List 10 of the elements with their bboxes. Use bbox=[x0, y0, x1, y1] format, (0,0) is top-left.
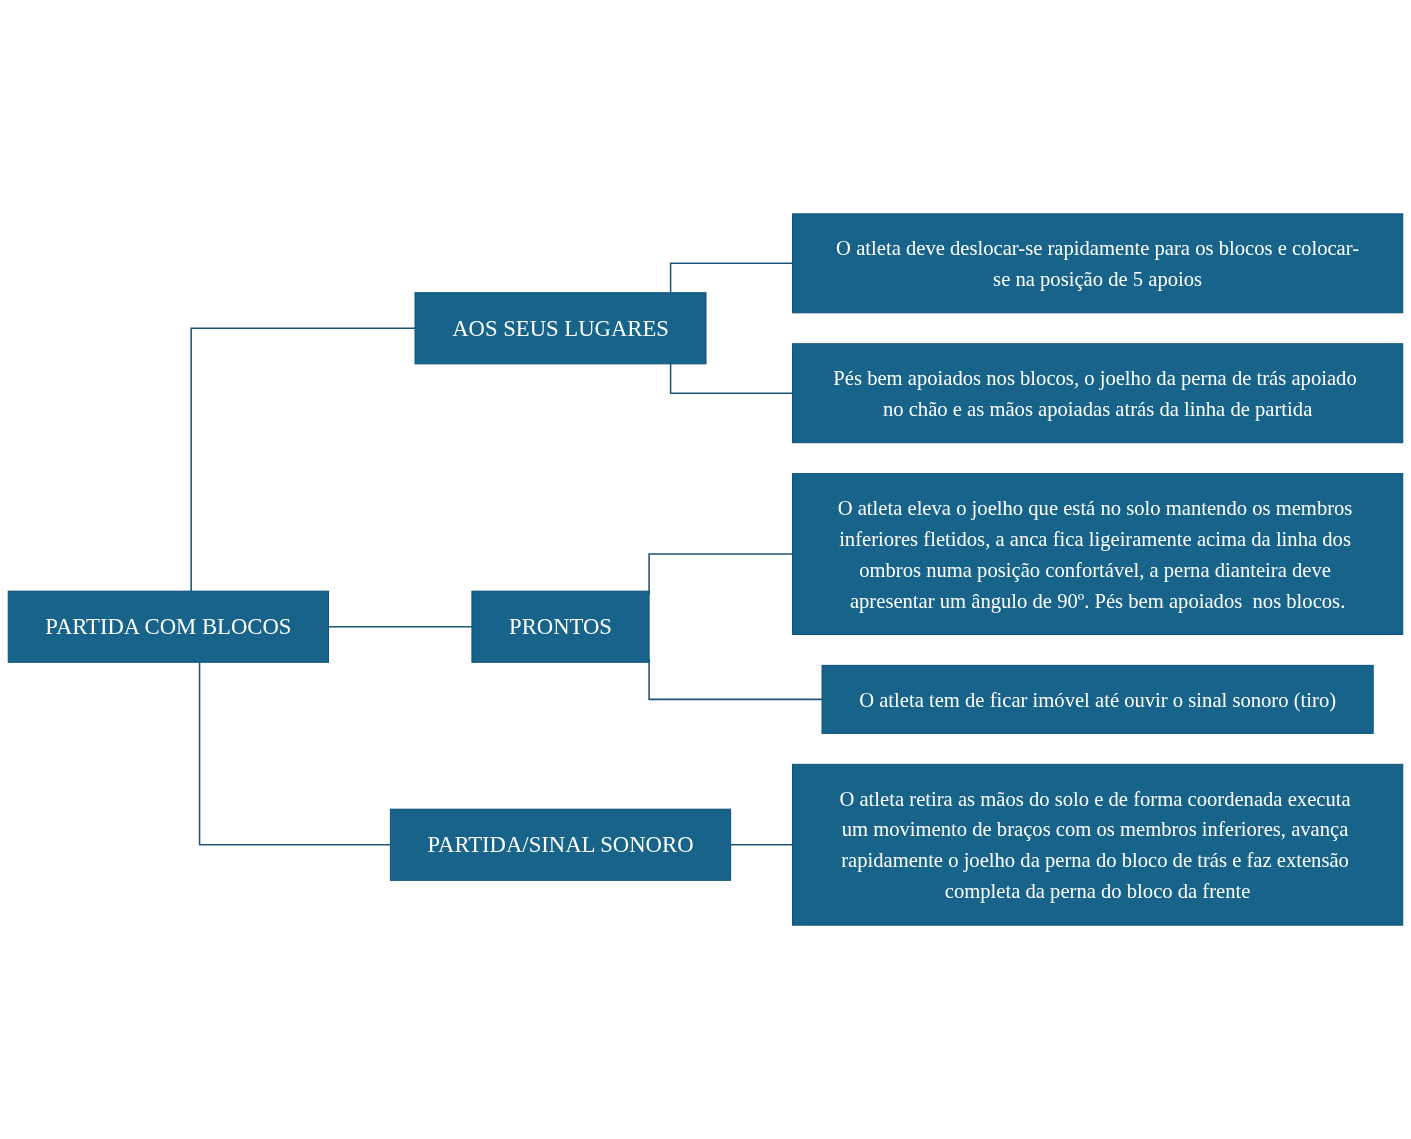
node-box: PARTIDA COM BLOCOS bbox=[7, 590, 330, 663]
node-box: AOS SEUS LUGARES bbox=[414, 292, 707, 365]
node-box: O atleta eleva o joelho que está no solo mantendo os membros inferiores fletidos, a anca fica ligeiramente acima da linha dos ombros numa posição confortável, a perna dianteira deve apresentar um ângulo de 90º. Pés bem apoiados nos blocos. bbox=[791, 473, 1404, 635]
node-box: PRONTOS bbox=[471, 590, 650, 663]
node-box: O atleta deve deslocar-se rapidamente para os blocos e colocar-se na posição de 5 apoios bbox=[791, 213, 1404, 314]
node-box: O atleta retira as mãos do solo e de forma coordenada executa um movimento de braços com os membros inferiores, avança rapidamente o joelho da perna do bloco de trás e faz extensão completa da perna do bloco da frente bbox=[791, 763, 1404, 926]
node-box: O atleta tem de ficar imóvel até ouvir o sinal sonoro (tiro) bbox=[821, 664, 1374, 734]
node-box: PARTIDA/SINAL SONORO bbox=[389, 808, 732, 881]
node-box: Pés bem apoiados nos blocos, o joelho da perna de trás apoiado no chão e as mãos apoiadas atrás da linha de partida bbox=[791, 343, 1404, 444]
connector bbox=[190, 327, 416, 592]
